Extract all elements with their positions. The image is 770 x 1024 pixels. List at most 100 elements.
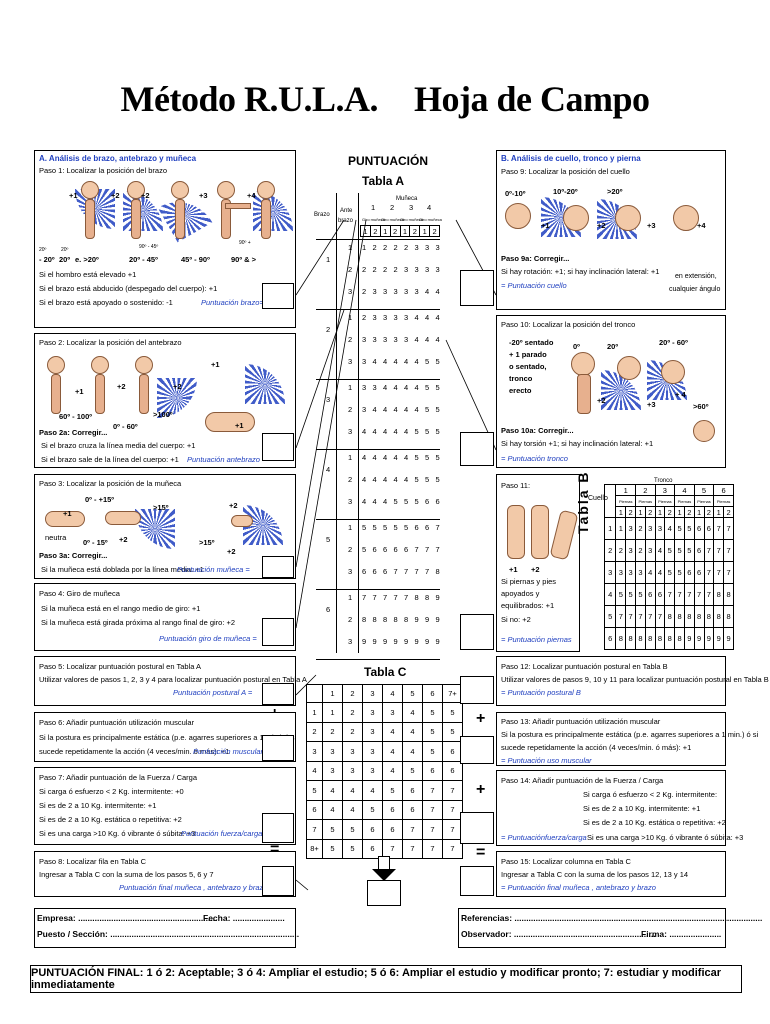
paso11-line: equilibrados: +1 [501,601,555,610]
firma-field[interactable]: Firma: ...................... [641,929,722,939]
tabla-a-cell: 3 [362,383,367,392]
tabla-b-leg-col: 2 [723,506,734,518]
tabla-a-cell: 9 [435,615,440,624]
tabla-b-leg-col: 2 [683,506,695,518]
person-head-icon [257,181,275,199]
fecha-field[interactable]: Fecha: ...................... [203,913,285,923]
score-label: +1 [69,191,78,200]
tabla-a-cell: 3 [393,287,398,296]
paso14-line: Si carga ó esfuerzo < 2 Kg. intermitente… [583,790,718,799]
paso2-title: Paso 2: Localizar la posición del antebr… [39,338,182,347]
tronco-header: Tronco [654,478,673,484]
tabla-a-cell: 6 [435,497,440,506]
posture-a-score-box[interactable] [262,683,294,705]
force-score-box[interactable] [262,813,294,843]
antebrazo-row-label: 1 [348,593,353,602]
paso6-line: Si la postura es principalmente estática… [39,733,297,742]
paso12-line: Utilizar valores de pasos 9, 10 y 11 par… [501,675,769,684]
tabla-b-cell: 3 [625,517,637,540]
force-b-score-label: = Puntuaciónfuerza/carga [501,833,587,842]
tabla-a-cell: 4 [435,287,440,296]
tabla-a-cell: 5 [404,523,409,532]
tabla-a-cell: 3 [393,313,398,322]
tabla-a-cell: 3 [372,287,377,296]
referencias-field[interactable]: Referencias: ...........................… [461,913,763,923]
trunk-score-box[interactable] [460,432,494,466]
wrist-col: 3 [409,203,414,212]
wrist-extension-icon [231,515,253,527]
muscle-b-score-box[interactable] [460,736,494,764]
tabla-b-cell: 9 [713,627,725,650]
angle-label: 0º-10º [505,189,526,198]
tabla-b-cell: 8 [674,627,685,650]
paso4-line: Si la muñeca está en el rango medio de g… [41,604,201,613]
tabla-a-cell: 4 [414,313,419,322]
final-score-box[interactable] [367,880,401,906]
forearm-score-box[interactable] [262,433,294,461]
brazo-row-label: 5 [326,535,331,544]
wrist-score-box[interactable] [262,556,294,578]
tabla-a-cell: 8 [404,615,409,624]
tabla-a-cell: 7 [404,593,409,602]
tabla-c-col-header: 6 [422,684,443,703]
paso15-panel: Paso 15: Localizar columna en Tabla C In… [496,851,726,897]
neck-score-box[interactable] [460,270,494,306]
tabla-a-divider [316,379,440,380]
tabla-a-cell: 8 [383,615,388,624]
angle-label: 45º - 90º [181,255,210,264]
empresa-field[interactable]: Empresa: ...............................… [37,913,218,923]
score-label: +2 [531,565,540,574]
tabla-a-cell: 4 [435,335,440,344]
tabla-a-cell: 5 [414,497,419,506]
score-label: +1 [235,421,244,430]
tabla-b-cell: 8 [635,627,646,650]
tabla-a-cell: 9 [404,637,409,646]
person-head-icon [127,181,145,199]
person-head-icon [135,356,153,374]
legs-score-box[interactable] [460,614,494,650]
tabla-b-cell: 9 [693,627,705,650]
tabla-b-piernas-header: Piernas [635,495,656,507]
posture-b-score-box[interactable] [460,676,494,704]
muscle-score-box[interactable] [262,735,294,761]
tabla-a-cell: 2 [372,265,377,274]
tabla-a-divider [316,309,440,310]
plus-operator: + [476,781,486,798]
force-b-score-box[interactable] [460,812,494,844]
tabla-b-cell: 6 [693,517,705,540]
tabla-a-cell: 4 [372,357,377,366]
adjustment-text: Si el brazo sale de la línea del cuerpo:… [41,455,179,464]
paso5-title: Paso 5: Localizar puntuación postural en… [39,662,202,671]
tabla-a-cell: 2 [362,287,367,296]
tabla-b-cell: 5 [674,561,685,584]
puesto-field[interactable]: Puesto / Sección: ......................… [37,929,300,939]
page-title: Método R.U.L.A.Hoja de Campo [0,78,770,120]
tabla-a-cell: 5 [372,523,377,532]
paso3-title: Paso 3: Localizar la posición de la muñe… [39,479,182,488]
tabla-a-cell: 7 [362,593,367,602]
tabla-a-cell: 9 [435,593,440,602]
tabla-b-corner [603,484,617,518]
person-body-icon [95,374,105,414]
antebrazo-row-label: 1 [348,523,353,532]
small-angle-label: 90º - 45º [139,244,159,250]
observador-field[interactable]: Observador: ............................… [461,929,656,939]
paso2-panel: Paso 2: Localizar la posición del antebr… [34,333,296,468]
antebrazo-row-label: 1 [348,243,353,252]
wrist-twist-score-box[interactable] [262,618,294,646]
final-a-score-label: Puntuación final muñeca , antebrazo y br… [119,883,274,892]
person-body-icon [175,199,185,239]
small-angle-label: 90º + [239,240,251,246]
tabla-a-cell: 4 [362,427,367,436]
final-b-score-box[interactable] [460,866,494,896]
arm-score-box[interactable] [262,283,294,309]
person-head-icon [171,181,189,199]
angle-label: 90º & > [231,255,257,264]
final-a-score-box[interactable] [262,866,294,896]
